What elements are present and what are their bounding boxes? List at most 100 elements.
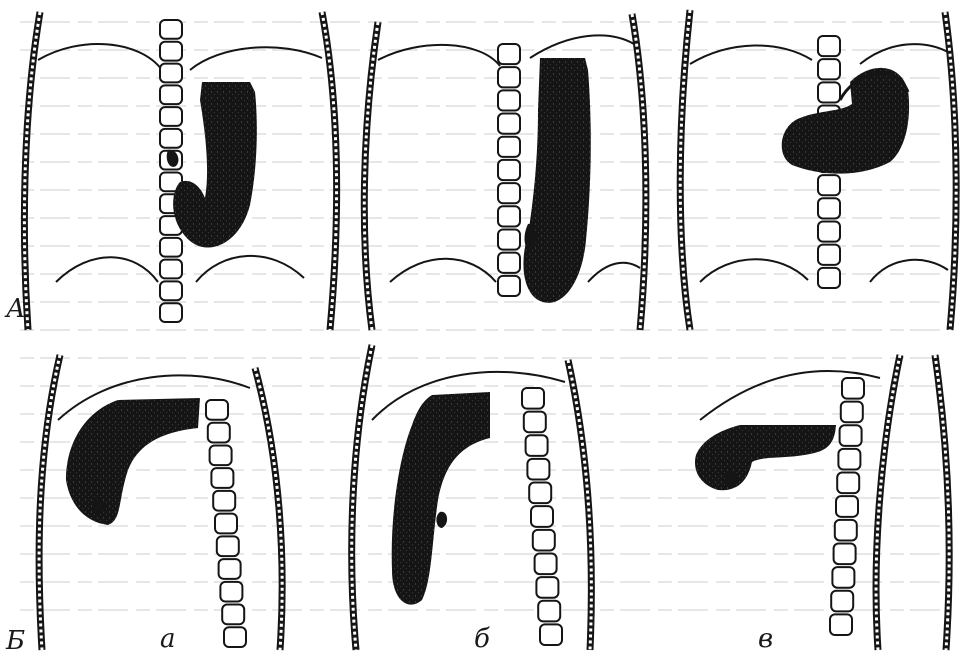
vertebra-icon xyxy=(818,82,840,102)
diaphragm-dome-left xyxy=(38,44,162,70)
vertebra-icon xyxy=(832,567,854,588)
vertebra-icon xyxy=(818,36,840,56)
vertebra-icon xyxy=(498,206,520,226)
diaphragm-dome-left xyxy=(378,45,500,66)
vertebra-icon xyxy=(498,114,520,134)
vertebra-icon xyxy=(527,459,549,480)
panel-a-frontal xyxy=(24,12,336,330)
spine-column xyxy=(160,20,182,322)
chest-wall-right xyxy=(632,14,646,330)
vertebra-icon xyxy=(538,601,560,622)
vertebra-icon xyxy=(522,388,544,409)
vertebra-icon xyxy=(160,238,182,257)
panel-label-B: Б xyxy=(6,628,25,654)
vertebra-icon xyxy=(535,553,557,574)
vertebra-icon xyxy=(830,614,852,635)
spine-column xyxy=(498,44,520,296)
diaphragm-dome-right xyxy=(530,35,634,58)
pelvic-arc-right xyxy=(196,256,304,282)
vertebra-icon xyxy=(524,412,546,433)
vertebra-icon xyxy=(160,85,182,104)
vertebra-icon xyxy=(831,591,853,612)
diaphragm-dome-right xyxy=(860,44,948,64)
vertebra-icon xyxy=(818,245,840,265)
show-through-lines xyxy=(20,22,945,610)
vertebra-icon xyxy=(160,42,182,61)
vertebra-icon xyxy=(217,536,239,556)
vertebra-icon xyxy=(208,423,230,443)
vertebra-icon xyxy=(206,400,228,420)
vertebra-icon xyxy=(818,175,840,195)
stomach-silhouette xyxy=(523,58,590,303)
vertebra-icon xyxy=(818,221,840,241)
vertebra-icon xyxy=(536,577,558,598)
spine-column xyxy=(206,400,246,647)
panel-top-middle xyxy=(364,14,646,330)
duodenal-cap xyxy=(436,512,447,528)
vertebra-icon xyxy=(842,378,864,399)
vertebra-icon xyxy=(840,425,862,446)
vertebra-icon xyxy=(818,268,840,288)
pelvic-arc-left xyxy=(700,259,808,282)
panel-label-b: б xyxy=(474,626,490,652)
vertebra-icon xyxy=(529,483,551,504)
vertebra-icon xyxy=(498,229,520,249)
stomach-silhouette xyxy=(782,68,909,174)
vertebra-icon xyxy=(836,496,858,517)
vertebra-icon xyxy=(224,627,246,647)
vertebra-icon xyxy=(540,624,562,645)
chest-wall-left xyxy=(39,355,60,650)
chest-wall-right xyxy=(255,368,282,650)
vertebra-icon xyxy=(210,445,232,465)
panel-label-a: а xyxy=(160,626,176,652)
vertebra-icon xyxy=(211,468,233,488)
vertebra-icon xyxy=(498,67,520,87)
panel-label-v: в xyxy=(758,626,773,652)
vertebra-icon xyxy=(160,64,182,83)
diaphragm-dome-left xyxy=(690,45,812,64)
vertebra-icon xyxy=(498,90,520,110)
vertebra-icon xyxy=(160,129,182,148)
spine-column xyxy=(830,378,864,635)
vertebra-icon xyxy=(498,183,520,203)
vertebra-icon xyxy=(498,44,520,64)
panel-b-lateral-a xyxy=(39,355,282,650)
vertebra-icon xyxy=(498,253,520,273)
pelvic-arc-left xyxy=(390,259,496,282)
vertebra-icon xyxy=(498,137,520,157)
vertebra-icon xyxy=(531,506,553,527)
vertebra-icon xyxy=(526,435,548,456)
pelvic-arc-left xyxy=(56,257,158,282)
vertebra-icon xyxy=(160,281,182,300)
vertebra-icon xyxy=(837,473,859,494)
vertebra-icon xyxy=(533,530,555,551)
vertebra-icon xyxy=(818,198,840,218)
panel-top-right xyxy=(680,10,956,330)
stomach-silhouette xyxy=(173,82,257,248)
vertebra-icon xyxy=(220,582,242,602)
vertebra-icon xyxy=(838,449,860,470)
pelvic-arc-right xyxy=(588,263,640,282)
vertebra-icon xyxy=(498,160,520,180)
diaphragm-dome-right xyxy=(190,47,322,70)
vertebra-icon xyxy=(160,20,182,39)
panel-label-A: А xyxy=(6,296,26,322)
stomach-silhouette xyxy=(695,425,836,490)
vertebra-icon xyxy=(834,543,856,564)
vertebra-icon xyxy=(818,59,840,79)
vertebra-icon xyxy=(835,520,857,541)
vertebra-icon xyxy=(213,491,235,511)
spine-column xyxy=(522,388,562,645)
vertebra-icon xyxy=(222,605,244,625)
vertebra-icon xyxy=(215,514,237,534)
vertebra-icon xyxy=(160,107,182,126)
pelvic-arc-right xyxy=(870,260,948,282)
vertebra-icon xyxy=(160,303,182,322)
panel-lateral-v xyxy=(695,355,949,650)
vertebra-icon xyxy=(841,402,863,423)
vertebra-icon xyxy=(160,260,182,279)
vertebra-icon xyxy=(498,276,520,296)
vertebra-icon xyxy=(219,559,241,579)
chest-wall-left xyxy=(364,22,378,330)
